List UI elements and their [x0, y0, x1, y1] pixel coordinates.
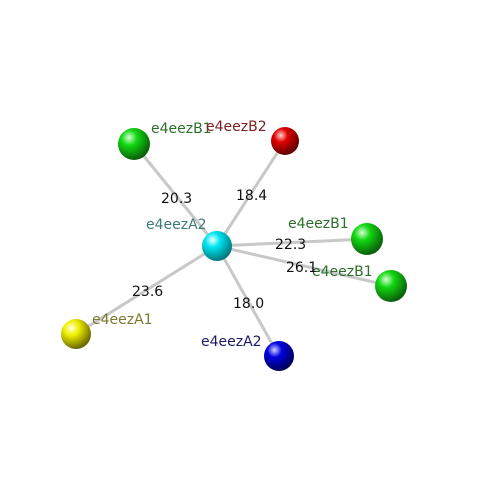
node-a2: [264, 341, 294, 371]
edge-center-b2: [215, 140, 287, 247]
label-a2: e4eezA2: [201, 334, 262, 350]
node-b1-mid: [351, 223, 383, 255]
distance-labels: 20.3 18.4 22.3 26.1 18.0 23.6: [132, 188, 317, 312]
edge-center-b1-top: [132, 143, 219, 247]
edge-center-a2: [215, 245, 281, 357]
label-center: e4eezA2: [146, 217, 207, 233]
node-center: [202, 231, 232, 261]
label-a1: e4eezA1: [92, 312, 153, 328]
distance-a2: 18.0: [233, 296, 264, 312]
edge-center-b1-mid: [216, 237, 368, 248]
edge-center-b1-low: [216, 244, 392, 288]
node-b1-top: [118, 128, 150, 160]
node-b2: [271, 127, 299, 155]
label-b1-mid: e4eezB1: [288, 216, 349, 232]
edges: [75, 140, 392, 357]
label-b1-top: e4eezB1: [151, 121, 212, 137]
distance-b1-low: 26.1: [286, 260, 317, 276]
label-b2: e4eezB2: [206, 119, 267, 135]
distance-b1-top: 20.3: [161, 191, 192, 207]
label-b1-low: e4eezB1: [312, 264, 373, 280]
node-b1-low: [375, 270, 407, 302]
node-labels: e4eezB1 e4eezB2 e4eezB1 e4eezB1 e4eezA2 …: [92, 119, 373, 350]
nodes: [61, 127, 407, 371]
distance-a1: 23.6: [132, 284, 163, 300]
edge-center-a1: [75, 244, 218, 336]
distance-b2: 18.4: [236, 188, 267, 204]
distance-b1-mid: 22.3: [275, 237, 306, 253]
node-a1: [61, 319, 91, 349]
